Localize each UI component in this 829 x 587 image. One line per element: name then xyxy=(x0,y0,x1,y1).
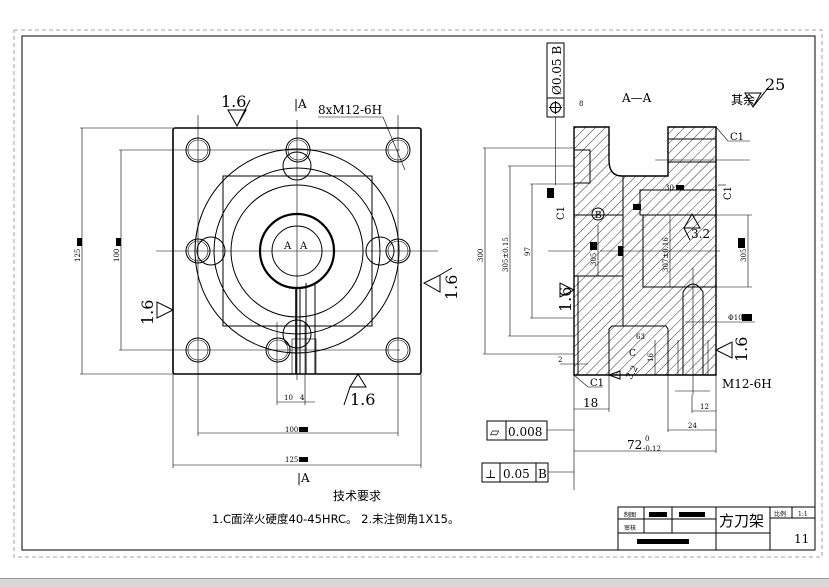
dim-72-upper: 0 xyxy=(645,435,649,443)
scale-label: 比例 xyxy=(774,510,786,518)
tech-requirements-items: 1.C面淬火硬度40-45HRC。 2.未注倒角1X15。 xyxy=(212,512,459,526)
part-name: 方刀架 xyxy=(719,512,764,530)
dim-width-outer: 125 xyxy=(285,456,298,464)
dim-top-width: 8 xyxy=(579,100,583,108)
front-center-mark-right: A xyxy=(299,241,308,252)
bolt-holes xyxy=(185,137,411,363)
chamfer-bottom: C1 xyxy=(590,378,604,389)
dim-16: 16 xyxy=(647,353,655,362)
dim-72-lower: -0.12 xyxy=(643,445,661,453)
front-center-mark-left: A xyxy=(283,241,292,252)
front-roughness-right: 1.6 xyxy=(442,275,461,300)
dim-305: 305 xyxy=(590,253,598,266)
drawing-number: 11 xyxy=(794,532,809,546)
dim-300: 300 xyxy=(477,249,485,262)
thread-label: M12-6H xyxy=(722,377,772,391)
dim-phi10: Φ10 xyxy=(728,314,743,322)
title-block xyxy=(617,506,816,551)
dim-18: 18 xyxy=(583,396,598,410)
dim-305-right: 305 xyxy=(740,249,748,262)
bottom-scrollbar-area xyxy=(0,578,829,587)
general-roughness-value: 25 xyxy=(765,75,785,94)
dim-width-inner: 100 xyxy=(285,426,298,434)
drawing-frame xyxy=(21,35,816,551)
datum-b: B xyxy=(595,211,602,221)
front-roughness-left: 1.6 xyxy=(138,300,157,325)
dim-305-tol: 305±0.15 xyxy=(502,237,510,272)
dim-12: 12 xyxy=(700,403,709,411)
dim-height-outer: 125 xyxy=(74,249,82,262)
front-section-mark-bottom: |A xyxy=(297,471,310,485)
dim-30: 30 xyxy=(665,184,674,192)
front-thread-note: 8xM12-6H xyxy=(318,103,382,117)
dim-72: 72 xyxy=(627,438,642,452)
drawn-label: 制图 xyxy=(624,511,636,519)
section-view xyxy=(483,42,769,490)
sheet-dashed-border xyxy=(13,29,823,558)
chamfer-top: C1 xyxy=(730,132,744,143)
dim-97: 97 xyxy=(524,247,532,256)
perpendicularity-value: 0.05 xyxy=(503,467,530,481)
flatness-frame xyxy=(486,420,548,441)
dim-slot-b: 4 xyxy=(300,394,305,402)
dim-307-tol: 307±0.16 xyxy=(662,237,670,272)
dim-height-inner: 100 xyxy=(113,249,121,262)
perpendicularity-frame xyxy=(481,462,549,483)
general-roughness-label: 其余 xyxy=(731,92,755,107)
section-roughness-inner: 3.2 xyxy=(691,227,710,241)
perpendicularity-datum: B xyxy=(538,467,547,481)
perpendicularity-symbol: ⊥ xyxy=(485,467,496,481)
chamfer-right: C1 xyxy=(723,186,734,200)
section-roughness-right: 1.6 xyxy=(732,337,751,362)
section-title: A—A xyxy=(621,91,652,105)
dim-2: 2 xyxy=(558,356,562,364)
checked-label: 审核 xyxy=(624,524,636,532)
dim-slot-a: 10 xyxy=(284,394,293,402)
section-roughness-left: 1.6 xyxy=(556,287,575,312)
surface-c: C xyxy=(629,349,636,359)
front-section-mark-top: |A xyxy=(294,97,307,111)
chamfer-left: C1 xyxy=(556,206,567,220)
flatness-symbol: ⏥ xyxy=(490,425,500,439)
front-roughness-top: 1.6 xyxy=(221,92,246,111)
runout-tolerance: Ø0.05 B xyxy=(550,46,564,95)
tech-requirements-title: 技术要求 xyxy=(333,489,381,503)
dim-63: 63 xyxy=(636,333,645,341)
front-roughness-bottom: 1.6 xyxy=(350,390,375,409)
flatness-value: 0.008 xyxy=(508,425,542,439)
scale-value: 1:1 xyxy=(798,511,808,518)
front-view xyxy=(77,99,453,468)
dim-24: 24 xyxy=(688,422,697,430)
